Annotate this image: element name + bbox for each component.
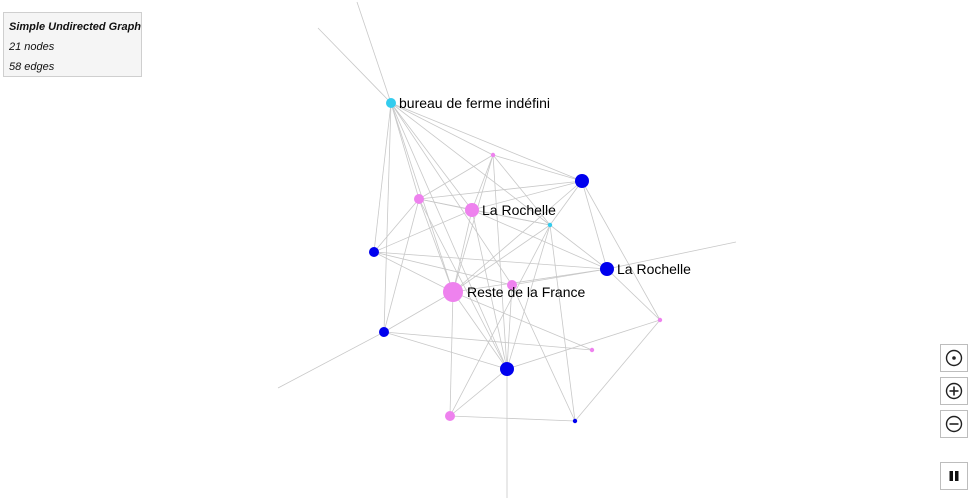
graph-node[interactable] <box>572 418 578 424</box>
graph-edge <box>373 102 392 253</box>
graph-edge <box>511 284 576 422</box>
graph-edge <box>471 180 583 211</box>
graph-node[interactable] <box>414 194 424 204</box>
graph-edge <box>449 291 454 417</box>
graph-edge <box>390 102 583 182</box>
graph-edge <box>549 224 608 270</box>
node-label: La Rochelle <box>617 261 691 277</box>
graph-edge <box>390 102 494 156</box>
graph-edge <box>506 319 661 370</box>
graph-edge <box>452 268 608 293</box>
graph-type-title: Simple Undirected Graph <box>9 21 142 33</box>
graph-info-panel: Simple Undirected Graph 21 nodes 58 edge… <box>3 12 142 77</box>
graph-node[interactable] <box>500 362 514 376</box>
graph-edge <box>471 209 551 226</box>
graph-node[interactable] <box>507 280 517 290</box>
graph-edge <box>452 209 473 293</box>
center-button[interactable] <box>940 344 968 372</box>
graph-edge <box>471 209 608 270</box>
graph-node[interactable] <box>657 317 663 323</box>
graph-node[interactable] <box>445 411 455 421</box>
graph-node[interactable] <box>379 327 389 337</box>
node-count: 21 nodes <box>9 41 55 53</box>
graph-node[interactable] <box>386 98 396 108</box>
graph-edge <box>390 102 473 211</box>
graph-edge <box>581 180 661 321</box>
graph-node[interactable] <box>575 174 589 188</box>
node-label: La Rochelle <box>482 202 556 218</box>
center-icon <box>945 349 963 367</box>
graph-node[interactable] <box>443 282 463 302</box>
graph-edge <box>581 180 608 270</box>
graph-edge <box>383 291 454 333</box>
zoom-out-button[interactable] <box>940 410 968 438</box>
edge-count: 58 edges <box>9 61 55 73</box>
graph-edge <box>606 268 661 321</box>
graph-edge <box>452 154 494 293</box>
zoom-in-button[interactable] <box>940 377 968 405</box>
graph-edge <box>390 102 420 200</box>
graph-edge <box>549 224 576 422</box>
graph-edge <box>383 102 392 333</box>
graph-edge <box>449 224 551 417</box>
edges-layer <box>277 1 737 498</box>
graph-edge <box>356 1 392 104</box>
graph-edge <box>418 198 508 370</box>
graph-edge <box>418 154 494 200</box>
graph-edge <box>606 241 737 270</box>
graph-node[interactable] <box>589 347 595 353</box>
graph-edge <box>373 251 454 293</box>
pause-button[interactable] <box>940 462 968 490</box>
graph-edge <box>418 198 454 293</box>
graph-edge <box>471 154 494 211</box>
graph-edge <box>383 331 508 370</box>
graph-edge <box>373 251 608 270</box>
graph-edge <box>492 154 551 226</box>
graph-edge <box>452 224 551 293</box>
nodes-layer <box>369 98 663 424</box>
graph-node[interactable] <box>547 222 553 228</box>
graph-edge <box>390 102 508 370</box>
graph-edge <box>317 27 392 104</box>
graph-edge <box>549 180 583 226</box>
graph-node[interactable] <box>369 247 379 257</box>
graph-edge <box>452 291 593 351</box>
labels-layer: bureau de ferme indéfini La Rochelle La Ro… <box>399 95 691 300</box>
pause-icon <box>949 471 959 481</box>
graph-edge <box>574 319 661 422</box>
graph-node[interactable] <box>490 152 496 158</box>
node-label: bureau de ferme indéfini <box>399 95 550 111</box>
graph-node[interactable] <box>600 262 614 276</box>
graph-edge <box>373 251 513 286</box>
graph-edge <box>449 368 508 417</box>
graph-edge <box>383 331 593 351</box>
graph-edge <box>373 209 473 253</box>
node-label: Reste de la France <box>467 284 585 300</box>
zoom-out-icon <box>945 415 963 433</box>
graph-edge <box>506 224 551 370</box>
graph-node[interactable] <box>465 203 479 217</box>
graph-edge <box>277 331 385 389</box>
graph-edge <box>452 180 583 293</box>
graph-edge <box>506 284 513 370</box>
graph-edge <box>390 102 551 226</box>
graph-edge <box>449 415 576 422</box>
zoom-in-icon <box>945 382 963 400</box>
graph-edge <box>418 180 583 200</box>
graph-edge <box>390 102 513 286</box>
graph-edge <box>452 291 508 370</box>
graph-edge <box>492 154 583 182</box>
graph-edge <box>373 198 420 253</box>
